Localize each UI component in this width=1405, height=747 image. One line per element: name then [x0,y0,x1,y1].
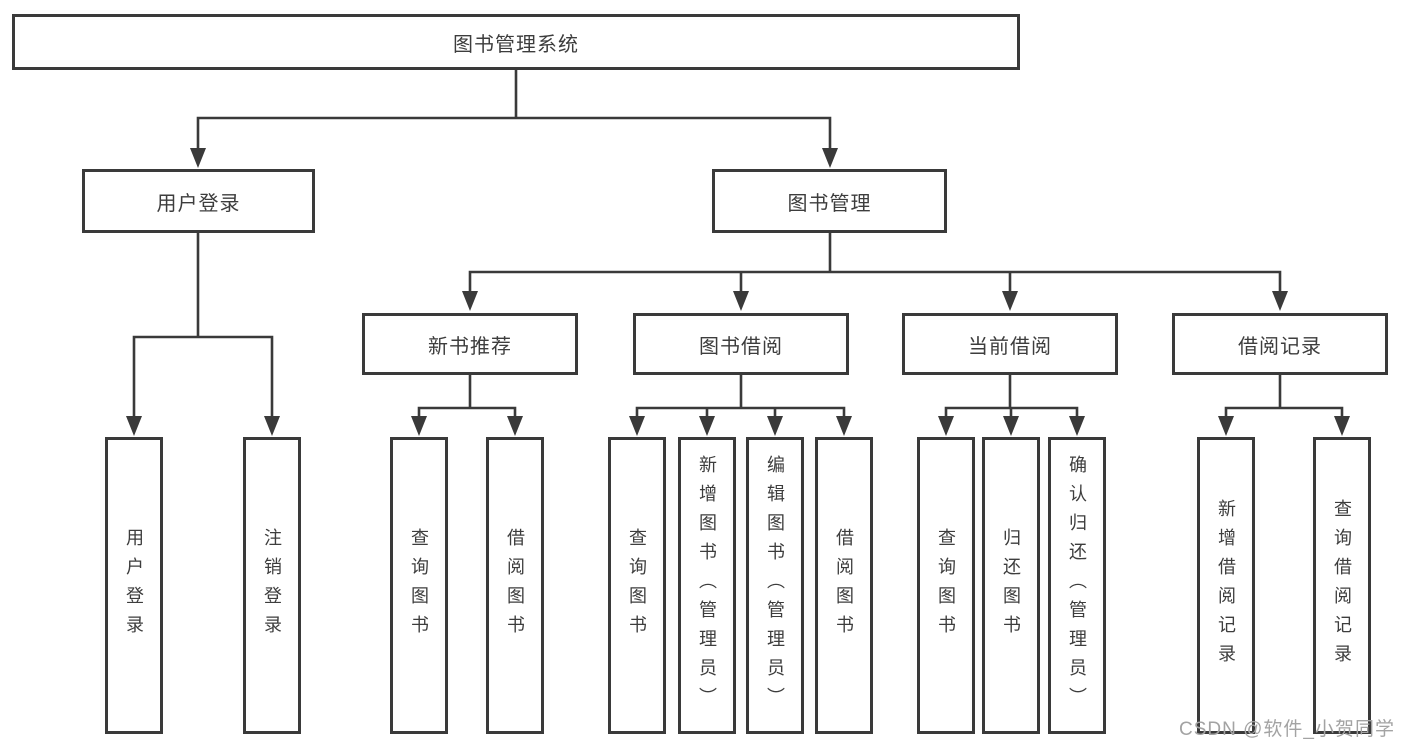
leaf-edit-books-admin-label: 编辑图书（管理员） [765,455,785,716]
leaf-logout-label: 注销登录 [262,527,282,644]
tree-edges [132,68,1344,422]
leaf-edit-books-admin: 编辑图书（管理员） [746,437,804,734]
leaf-query-books-3-label: 查询图书 [936,527,956,644]
leaf-borrow-books-2: 借阅图书 [815,437,873,734]
leaf-query-books-1: 查询图书 [390,437,448,734]
leaf-query-books-3: 查询图书 [917,437,975,734]
leaf-query-books-2-label: 查询图书 [627,527,647,644]
leaf-return-books-label: 归还图书 [1001,527,1021,644]
leaf-add-borrow-record: 新增借阅记录 [1197,437,1255,734]
leaf-add-borrow-record-label: 新增借阅记录 [1216,498,1236,673]
leaf-query-books-2: 查询图书 [608,437,666,734]
leaf-borrow-books-1-label: 借阅图书 [505,527,525,644]
leaf-logout: 注销登录 [243,437,301,734]
arrowheads [126,148,1350,436]
leaf-add-books-admin: 新增图书（管理员） [678,437,736,734]
node-library-management-system: 图书管理系统 [12,14,1020,70]
node-book-management: 图书管理 [712,169,947,233]
leaf-confirm-return-admin-label: 确认归还（管理员） [1067,455,1087,716]
leaf-borrow-books-1: 借阅图书 [486,437,544,734]
node-borrowing-records: 借阅记录 [1172,313,1388,375]
leaf-query-borrow-record: 查询借阅记录 [1313,437,1371,734]
node-current-borrowing: 当前借阅 [902,313,1118,375]
leaf-query-books-1-label: 查询图书 [409,527,429,644]
csdn-watermark: CSDN @软件_小贺同学 [1179,719,1395,740]
leaf-borrow-books-2-label: 借阅图书 [834,527,854,644]
leaf-add-books-admin-label: 新增图书（管理员） [697,455,717,716]
node-user-login: 用户登录 [82,169,315,233]
leaf-query-borrow-record-label: 查询借阅记录 [1332,498,1352,673]
node-book-borrowing: 图书借阅 [633,313,849,375]
leaf-confirm-return-admin: 确认归还（管理员） [1048,437,1106,734]
leaf-user-login-label: 用户登录 [124,527,144,644]
leaf-return-books: 归还图书 [982,437,1040,734]
leaf-user-login: 用户登录 [105,437,163,734]
node-new-book-recommendation: 新书推荐 [362,313,578,375]
